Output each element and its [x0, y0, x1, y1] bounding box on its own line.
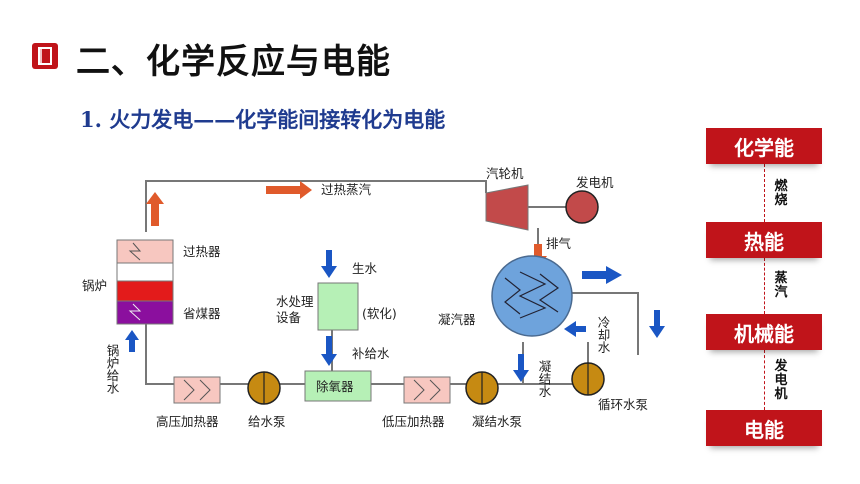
label-superheated-steam: 过热蒸汽 [321, 182, 372, 197]
label-deaerator: 除氧器 [316, 379, 354, 394]
label-softening: (软化) [362, 306, 397, 321]
condensate-arrow [513, 354, 529, 382]
label-condensate: 凝结水 [537, 359, 552, 398]
feedwater-up-arrow [125, 330, 139, 352]
label-cooling-water: 冷却水 [596, 316, 611, 354]
book-icon [32, 43, 58, 69]
boiler-up-arrow [146, 192, 164, 226]
label-economizer: 省煤器 [183, 306, 221, 321]
chain-label-steam: 蒸汽 [774, 271, 788, 300]
superheater [116, 239, 174, 264]
label-water-treatment: 水处理设备 [276, 294, 314, 325]
chain-connector-2 [764, 258, 765, 314]
chain-connector-3 [764, 350, 765, 410]
label-generator: 发电机 [576, 175, 614, 190]
steam-arrow [266, 181, 312, 199]
boiler-white [116, 262, 174, 282]
label-boiler-feedwater: 锅炉给水 [105, 343, 120, 394]
cooling-down-arrow [649, 310, 665, 338]
label-hp-heater: 高压加热器 [156, 414, 219, 429]
label-turbine: 汽轮机 [486, 166, 524, 181]
label-circ-pump: 循环水泵 [598, 397, 648, 412]
water-treatment-box [317, 282, 359, 331]
condenser [491, 255, 573, 337]
chain-box-electric: 电能 [706, 410, 822, 446]
economizer [116, 300, 174, 325]
hp-heater [173, 376, 221, 404]
deaerator-box [304, 370, 372, 402]
label-superheater: 过热器 [183, 244, 221, 259]
raw-water-arrow [321, 250, 337, 278]
label-boiler: 锅炉 [82, 278, 107, 293]
chain-box-thermal: 热能 [706, 222, 822, 258]
cooling-out-arrow [582, 266, 622, 284]
chain-label-burning: 燃烧 [774, 179, 788, 208]
label-lp-heater: 低压加热器 [382, 414, 445, 429]
page-title: 二、化学反应与电能 [76, 42, 391, 82]
label-exhaust: 排气 [546, 236, 572, 251]
chain-box-mechanical: 机械能 [706, 314, 822, 350]
label-condenser: 凝汽器 [438, 312, 476, 327]
generator [565, 190, 599, 224]
power-plant-diagram: 过热蒸汽 汽轮机 发电机 排气 锅炉 过热器 省煤器 锅炉给水 生水 水处理设备… [82, 166, 665, 429]
label-condensate-pump: 凝结水泵 [472, 414, 522, 429]
label-makeup-water: 补给水 [352, 346, 390, 361]
chain-connector-1 [764, 164, 765, 222]
turbine [485, 184, 529, 231]
cooling-in-arrow [564, 321, 586, 337]
label-raw-water: 生水 [352, 261, 378, 276]
makeup-arrow [321, 336, 337, 366]
boiler-red [116, 280, 174, 302]
chain-box-chemical: 化学能 [706, 128, 822, 164]
label-feed-pump: 给水泵 [248, 414, 286, 429]
page-subtitle: 1. 火力发电——化学能间接转化为电能 [80, 107, 446, 132]
lp-heater [403, 376, 451, 404]
chain-label-generator: 发电机 [774, 359, 788, 402]
